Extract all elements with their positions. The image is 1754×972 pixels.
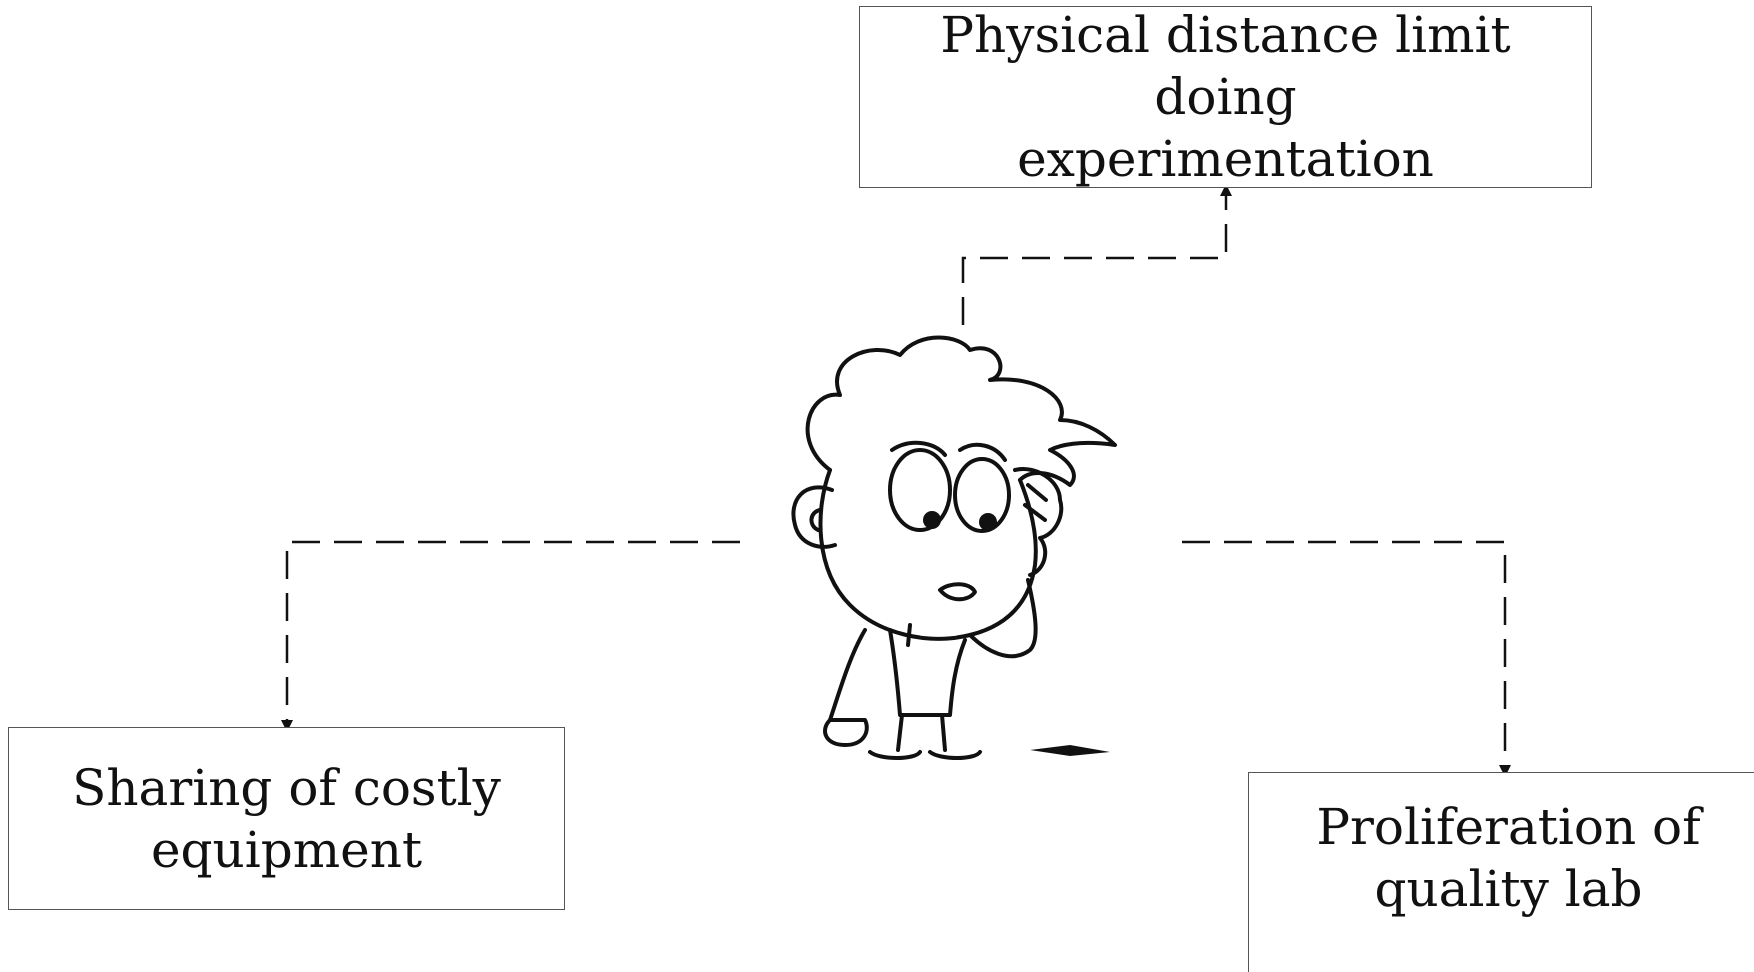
- mouth-shape: [938, 582, 977, 602]
- right-eye: [953, 457, 1011, 533]
- shirt-body: [888, 628, 967, 717]
- ear-shape: [791, 485, 837, 549]
- connector-to-top-box: [961, 184, 1232, 325]
- right-pupil: [979, 513, 997, 531]
- box-left-line1: Sharing of costly: [72, 758, 501, 817]
- box-physical-distance: Physical distance limit doing experiment…: [859, 6, 1592, 188]
- box-right-line2: quality lab: [1374, 859, 1643, 918]
- neck-shape: [906, 623, 912, 647]
- left-pupil: [923, 511, 941, 529]
- finger-lines: [1023, 483, 1048, 522]
- right-shoe: [928, 750, 982, 760]
- box-top-line2: experimentation: [1017, 130, 1434, 188]
- right-leg: [940, 713, 947, 752]
- confused-boy-illustration: [791, 335, 1117, 760]
- arm-raised: [968, 578, 1038, 659]
- box-proliferation-lab: Proliferation of quality lab: [1248, 772, 1754, 972]
- shirt-left: [828, 628, 867, 722]
- floor-shadow: [1030, 745, 1110, 756]
- box-left-line2: equipment: [150, 820, 423, 879]
- box-right-line1: Proliferation of: [1316, 797, 1701, 856]
- ear-inner: [809, 508, 822, 532]
- left-eye: [888, 448, 952, 532]
- hip-hand: [823, 718, 869, 747]
- box-sharing-equipment: Sharing of costly equipment: [8, 727, 565, 910]
- hand-on-head: [1013, 467, 1064, 577]
- box-top-line1: Physical distance limit doing: [940, 6, 1511, 126]
- hair-shape: [805, 335, 1117, 487]
- left-shoe: [868, 750, 922, 760]
- left-eyebrow: [890, 440, 947, 457]
- connector-to-left-box: [281, 540, 740, 732]
- right-eyebrow: [958, 442, 1007, 462]
- connector-to-right-box: [1182, 540, 1511, 777]
- face-outline: [818, 468, 1038, 641]
- left-leg: [896, 713, 904, 752]
